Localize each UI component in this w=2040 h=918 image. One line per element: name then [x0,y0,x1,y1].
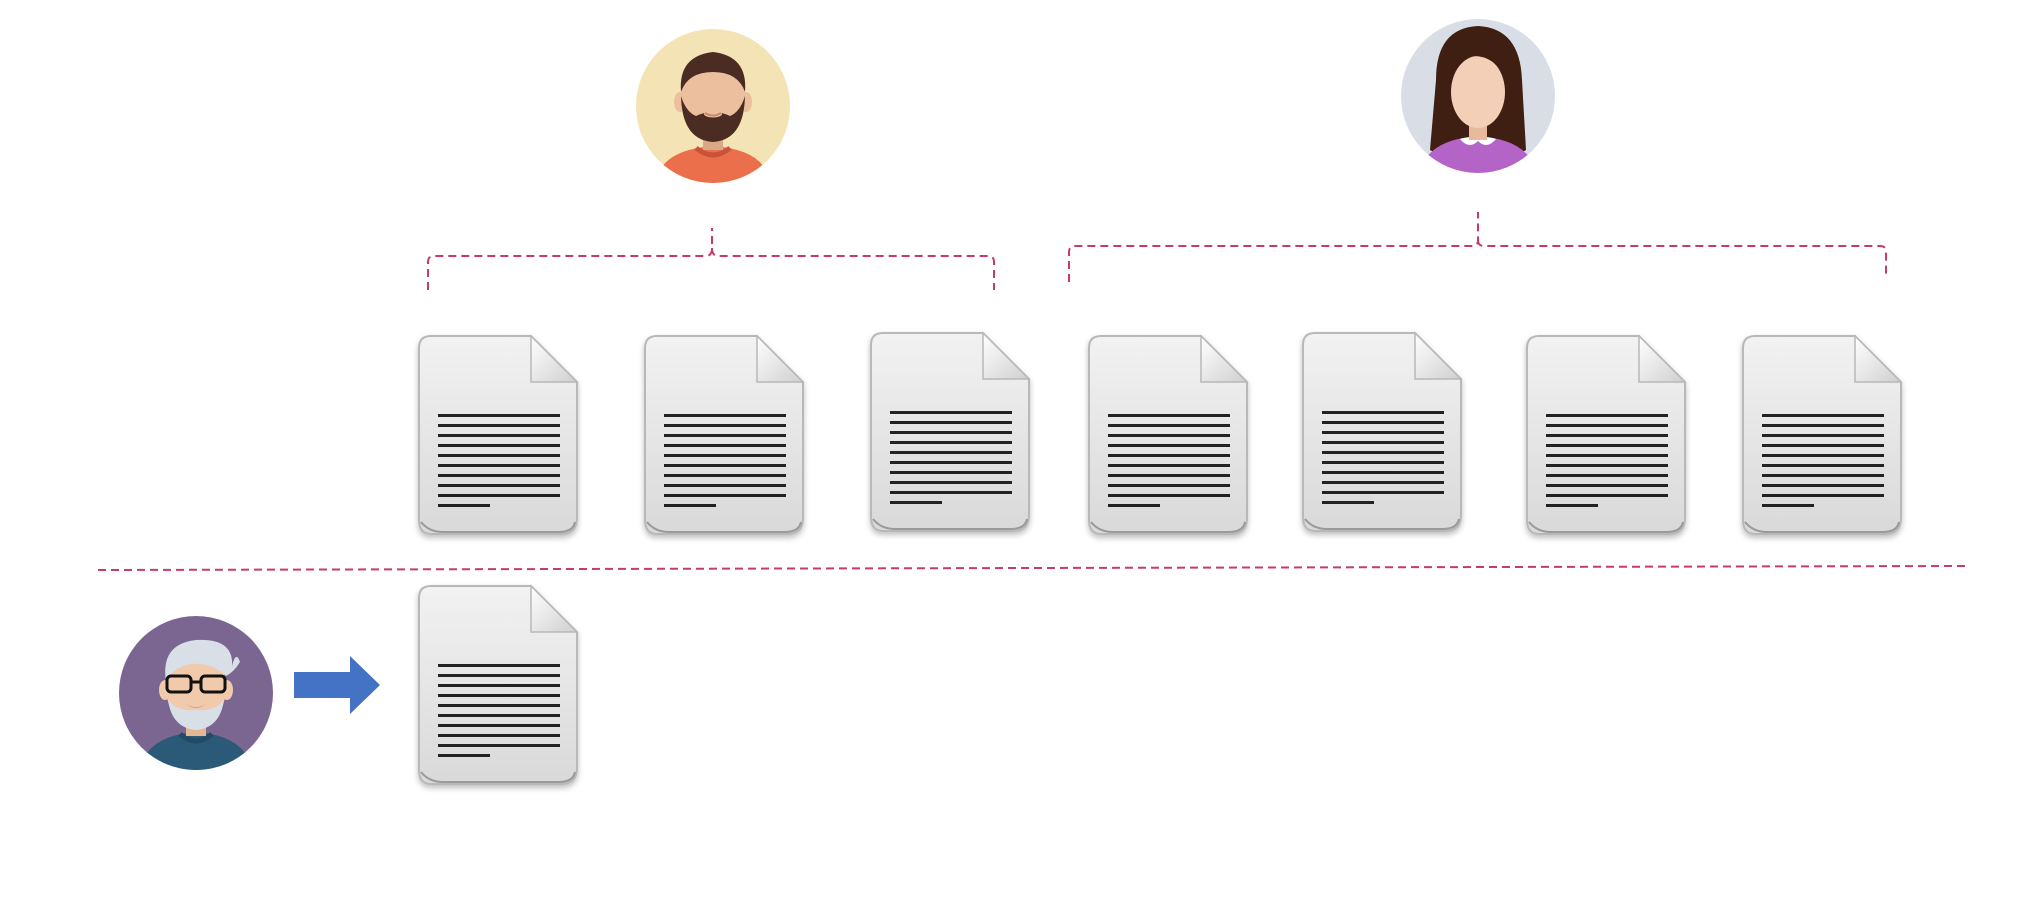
document-icon [1527,336,1685,534]
group-bracket-bearded-man [427,228,995,290]
elderly-man-avatar-icon [119,616,273,770]
group-bracket-woman [1068,212,1887,282]
document-icon [419,586,577,784]
document-icon [1303,333,1461,531]
document-icon [419,336,577,534]
separator-line [97,565,1966,571]
document-icon [645,336,803,534]
arrow-right-icon [294,656,380,714]
document-icon [1089,336,1247,534]
woman-avatar-icon [1401,19,1555,173]
bearded-man-avatar-icon [636,29,790,183]
document-icon [871,333,1029,531]
document-icon [1743,336,1901,534]
